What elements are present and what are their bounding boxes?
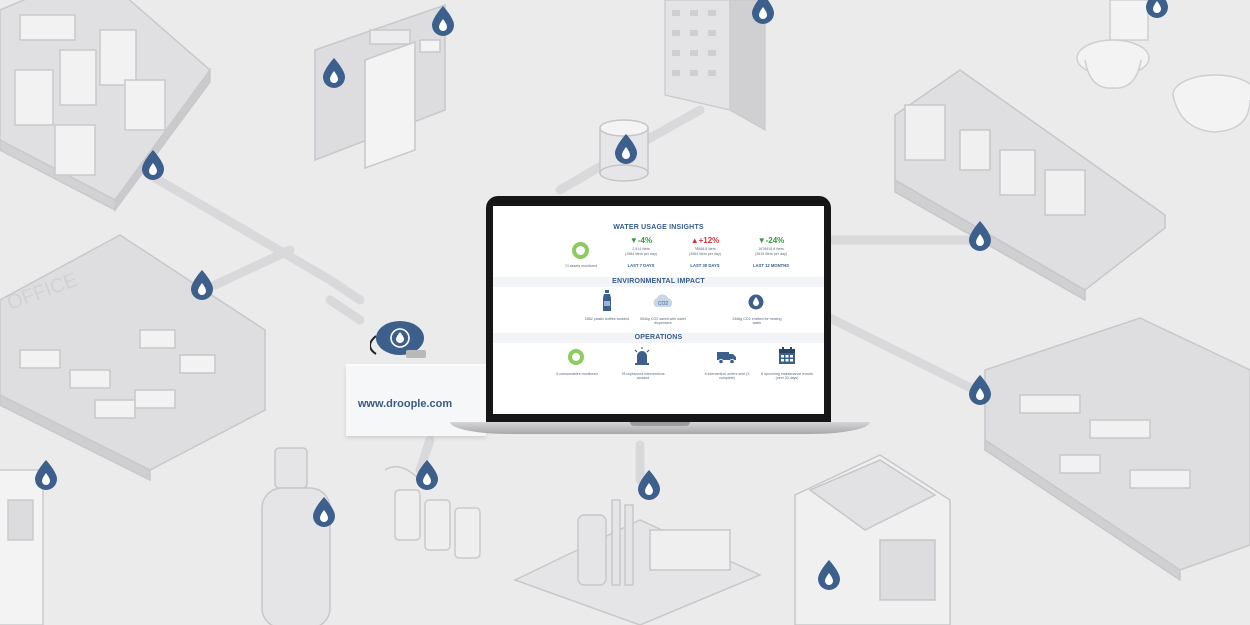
co2-saved-text: 554kg CO2 saved with water dispensers: [640, 317, 686, 326]
boiler-platform: [513, 499, 762, 625]
alarm-light-icon: [634, 347, 650, 365]
stat-12-months-value: ▼-24%: [757, 236, 785, 245]
location-pin-icon[interactable]: [1146, 0, 1168, 18]
operations-title: OPERATIONS: [634, 334, 683, 341]
environmental-title: ENVIRONMENTAL IMPACT: [612, 278, 705, 285]
assets-ring-icon: [572, 242, 589, 259]
location-pin-icon[interactable]: [313, 497, 335, 527]
maintenance-events-text: 8 upcoming maintenance events (next 30 d…: [761, 372, 813, 381]
operations-band: [493, 333, 824, 343]
location-pin-icon[interactable]: [191, 270, 213, 300]
toilet-and-sink: [1076, 0, 1250, 133]
stat-7-days-detail: 2,914 liters: [632, 247, 650, 251]
svg-text:CO2: CO2: [658, 301, 669, 307]
stat-12-months-detail: 1678915,8 liters: [758, 247, 784, 251]
co2-heating-text: 246kg CO2 emitted for heating water: [732, 317, 782, 326]
water-usage-title: WATER USAGE INSIGHTS: [613, 224, 704, 231]
softener-tank: [261, 447, 331, 625]
water-drop-icon: [748, 294, 764, 310]
stat-12-months-period: LAST 12 MONTHS: [752, 263, 790, 268]
location-pin-icon[interactable]: [323, 58, 345, 88]
location-pin-icon[interactable]: [142, 150, 164, 180]
brand-url: www.droople.com: [357, 398, 453, 410]
stat-30-days-period: LAST 30 DAYS: [690, 263, 720, 268]
truck-icon: [717, 352, 736, 364]
coffee-machine: [794, 454, 951, 625]
location-pin-icon[interactable]: [818, 560, 840, 590]
stat-12-months-sub: (3519 liters per day): [755, 252, 787, 256]
bottles-avoided-text: 1882 plastic bottles avoided: [584, 317, 630, 321]
laptop: WATER USAGE INSIGHTS 74 assets monitored…: [450, 196, 870, 440]
consumables-text: 6 consumables monitored: [556, 372, 598, 376]
intervention-orders-text: 6 intervention orders sent (3 complete): [704, 372, 750, 381]
location-pin-icon[interactable]: [615, 134, 637, 164]
tower-building: [664, 0, 766, 132]
laptop-base: [450, 422, 870, 434]
interventions-avoided-text: 78 unplanned interventions avoided: [621, 372, 665, 381]
calendar-icon: [779, 347, 795, 364]
server-room: [0, 0, 212, 213]
location-pin-icon[interactable]: [969, 375, 991, 405]
restroom-door: [314, 3, 446, 170]
location-pin-icon[interactable]: [35, 460, 57, 490]
location-pin-icon[interactable]: [969, 221, 991, 251]
laptop-lid: WATER USAGE INSIGHTS 74 assets monitored…: [486, 196, 831, 424]
droople-sensor-device: [370, 321, 426, 358]
location-pin-icon[interactable]: [638, 470, 660, 500]
stat-7-days-value: ▼-4%: [629, 236, 653, 245]
consumables-ring-icon: [568, 349, 584, 365]
location-pin-icon[interactable]: [432, 6, 454, 36]
stat-7-days-period: LAST 7 DAYS: [627, 263, 655, 268]
assets-monitored-text: 74 assets monitored: [564, 264, 598, 268]
stat-7-days-sub: (1984 liters per day): [625, 252, 657, 256]
kitchen-right: [984, 317, 1250, 582]
laptop-notch: [630, 422, 690, 426]
environmental-band: [493, 277, 824, 287]
water-cooler: [0, 469, 44, 625]
location-pin-icon[interactable]: [416, 460, 438, 490]
stat-30-days-value: ▲+12%: [690, 236, 720, 245]
stat-30-days-detail: 78568,8 liters: [694, 247, 716, 251]
office-left: OFFICE: [0, 234, 266, 482]
location-pin-icon[interactable]: [752, 0, 774, 24]
water-bottle-icon: [603, 290, 611, 311]
dashboard-screen: WATER USAGE INSIGHTS 74 assets monitored…: [493, 206, 824, 414]
office-block-right: [894, 69, 1166, 302]
co2-cloud-icon: CO2: [653, 294, 673, 307]
filter-unit: [384, 465, 481, 559]
stat-30-days-sub: (3964 liters per day): [689, 252, 721, 256]
